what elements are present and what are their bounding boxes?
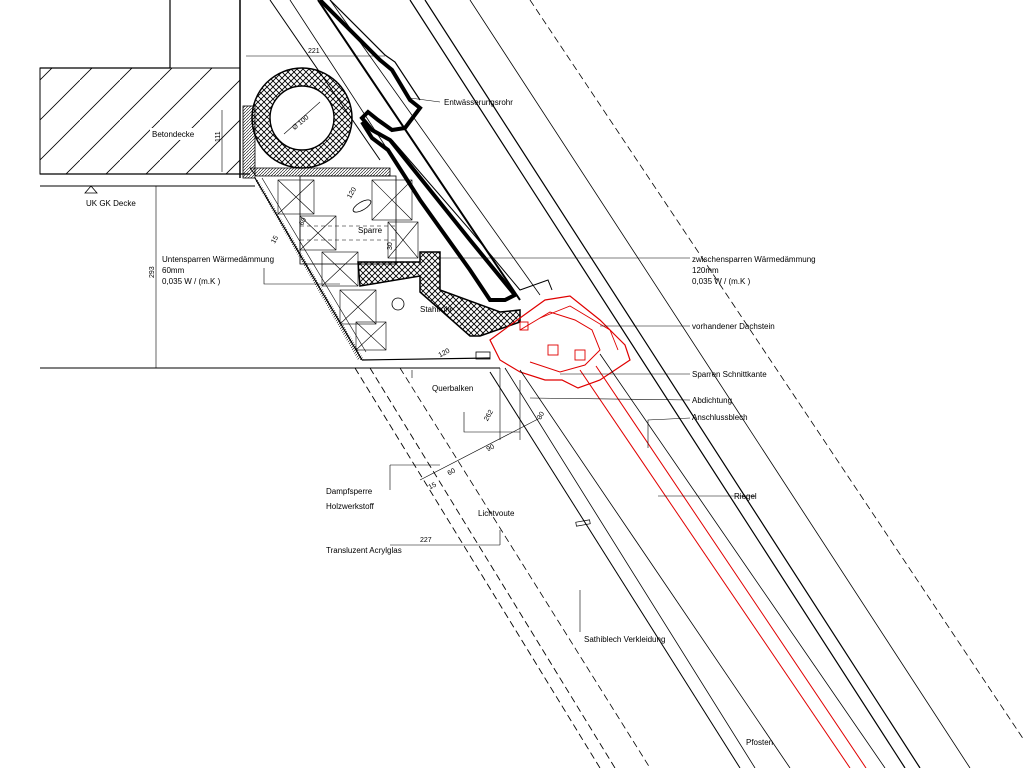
label-entwaesserungsrohr: Entwässerungsrohr [444,98,513,107]
label-dampfsperre: Dampfsperre [326,487,373,496]
label-zwischensparren-2: 120mm [692,266,719,275]
label-zwischensparren-3: 0,035 W / (m.K ) [692,277,751,286]
label-pfosten: Pfosten [746,738,773,747]
lower-dim-lines [390,417,541,546]
dim-221: 221 [308,48,320,55]
label-lichtvoute: Lichtvoute [478,509,515,518]
label-betondecke: Betondecke [152,130,195,139]
dim-227: 227 [420,537,432,544]
dim-111: 111 [215,131,222,142]
dim-30a: 30 [387,242,394,250]
label-untensparren-2: 60mm [162,266,185,275]
lower-cladding-lines [354,367,791,768]
roof-diagonal-lines [269,0,1024,768]
dim-15b: 15 [428,481,438,491]
red-window-profile [489,295,886,768]
label-holzwerkstoff: Holzwerkstoff [326,502,375,511]
dim-120a: 120 [346,186,358,200]
roof-tile-profile [318,0,553,302]
label-untensparren-1: Untensparren Wärmedämmung [162,255,274,264]
label-vorhandener-dachstein: vorhandener Dachstein [692,322,775,331]
label-zwischensparren-1: zwischensparren Wärmedämmung [692,255,816,264]
dim-90: 90 [486,443,496,453]
label-sparren-schnittkante: Sparren Schnittkante [692,370,767,379]
leader-lines [263,97,756,632]
label-sathiblech-verkleidung: Sathiblech Verkleidung [584,635,665,644]
label-abdichtung: Abdichtung [692,396,732,405]
drain-pipe [251,67,353,169]
uk-gk-decke-marker [84,185,98,194]
dim-262: 262 [483,409,495,423]
dim-60a: 60 [298,217,308,227]
label-transluzent-acrylglas: Transluzent Acrylglas [326,546,402,555]
label-sparre: Sparre [358,226,383,235]
label-stahlrohr: Stahlrohr [420,305,453,314]
dim-15a: 15 [270,235,280,245]
rafter-zone [242,105,521,361]
label-anschlussblech: Anschlussblech [692,413,748,422]
label-uk-gk-decke: UK GK Decke [86,199,136,208]
label-riegel: Riegel [734,492,757,501]
dim-60b: 60 [447,467,457,477]
label-untensparren-3: 0,035 W / (m.K ) [162,277,221,286]
dim-120b: 120 [438,348,452,360]
dim-293: 293 [149,266,156,278]
dim-30b: 30 [536,411,546,421]
concrete-slab [39,0,255,187]
label-querbalken: Querbalken [432,384,473,393]
